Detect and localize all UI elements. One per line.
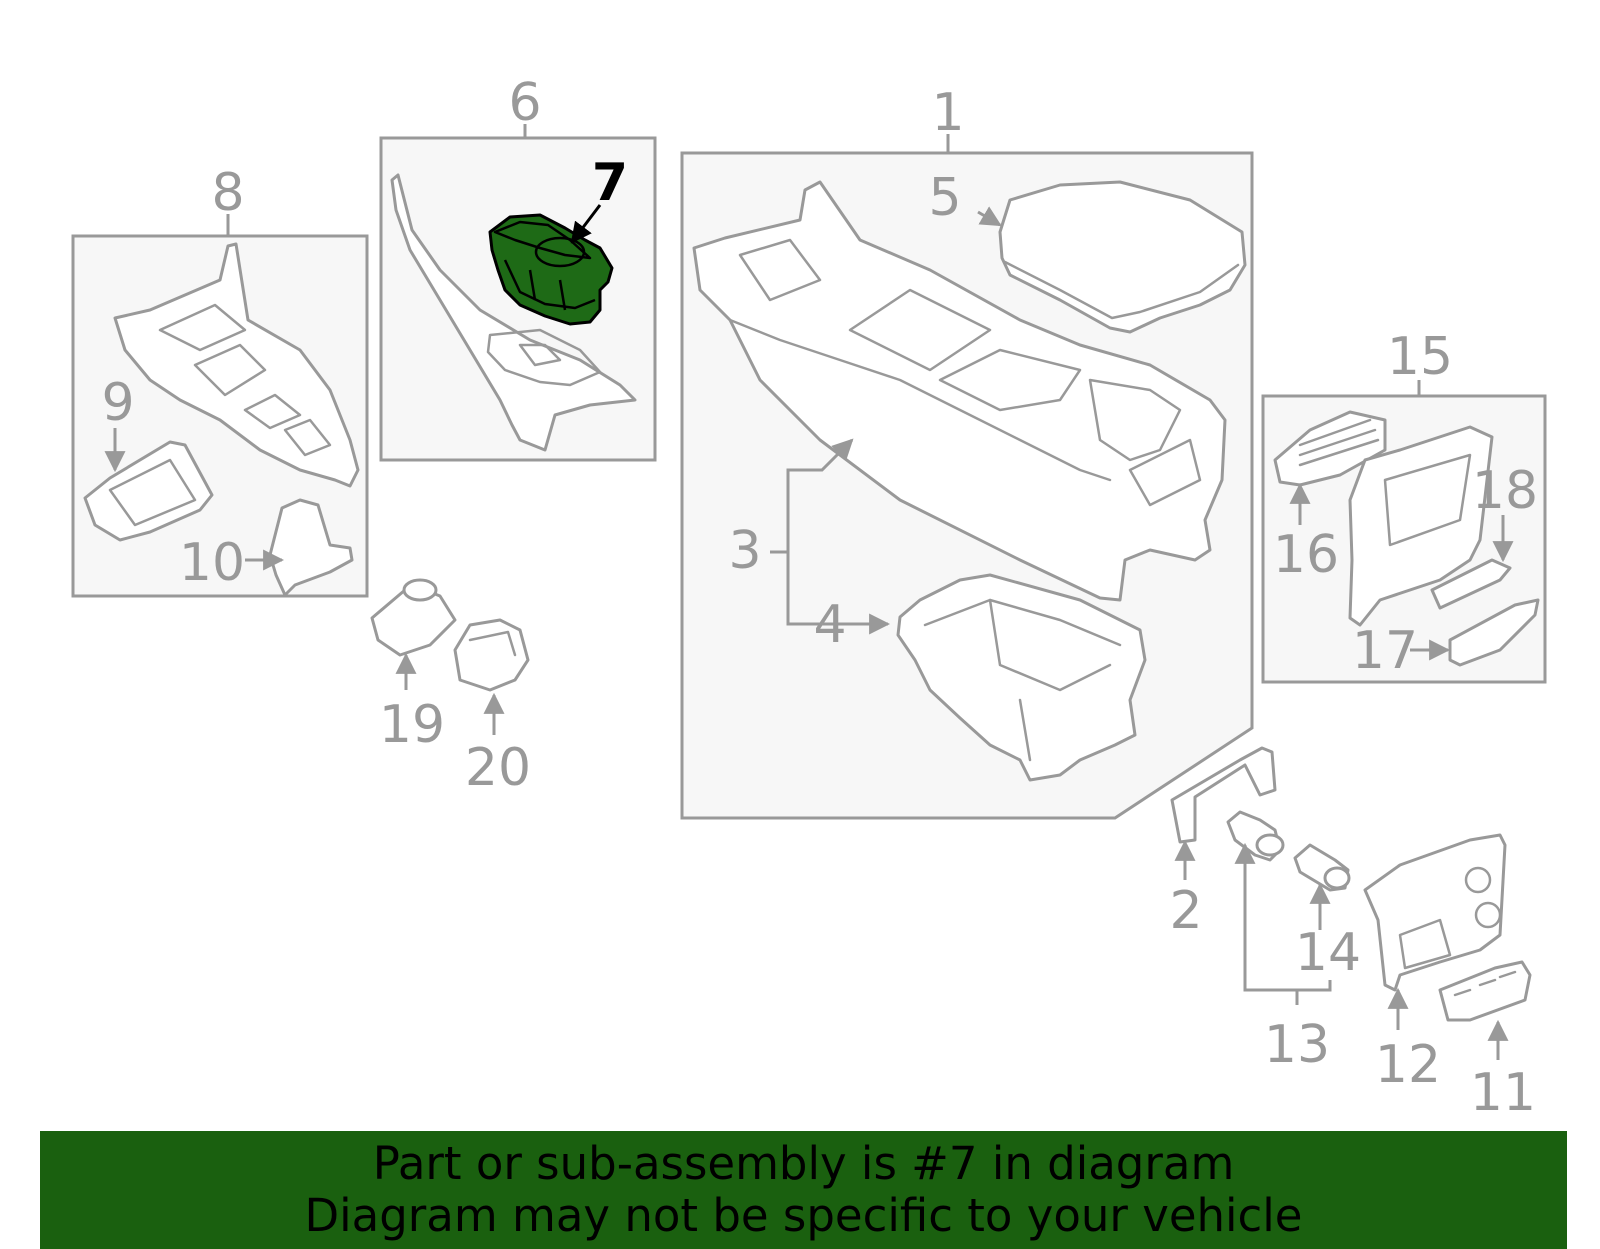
- leader-7: [570, 204, 602, 244]
- callout-6: 6: [508, 73, 541, 133]
- part-19-rotary-controller[interactable]: [370, 578, 457, 657]
- part-13-power-socket[interactable]: [1226, 810, 1285, 862]
- callout-15: 15: [1387, 327, 1453, 387]
- callout-1: 1: [931, 83, 964, 143]
- callout-7: 7: [592, 153, 628, 213]
- banner-line-1: Part or sub-assembly is #7 in diagram: [372, 1137, 1235, 1190]
- part-12-control-panel[interactable]: [1363, 833, 1507, 992]
- callout-17: 17: [1352, 621, 1418, 681]
- part-14-socket-plug[interactable]: [1293, 843, 1351, 892]
- callout-10: 10: [179, 533, 245, 593]
- callout-19: 19: [379, 695, 445, 755]
- info-banner: Part or sub-assembly is #7 in diagram Di…: [40, 1131, 1567, 1249]
- callout-16: 16: [1273, 525, 1339, 585]
- callout-8: 8: [211, 163, 244, 223]
- callout-2: 2: [1169, 881, 1202, 941]
- callout-18: 18: [1472, 461, 1538, 521]
- callout-5: 5: [928, 168, 961, 228]
- leader-13: [1234, 842, 1299, 1005]
- banner-line-2: Diagram may not be specific to your vehi…: [304, 1189, 1303, 1242]
- part-20-switch[interactable]: [453, 618, 530, 692]
- leader-13b: [1297, 980, 1332, 992]
- callout-13: 13: [1264, 1015, 1330, 1075]
- callout-3: 3: [728, 521, 761, 581]
- callout-20: 20: [465, 738, 531, 798]
- callout-9: 9: [101, 373, 134, 433]
- callout-4: 4: [813, 595, 846, 655]
- callout-14: 14: [1295, 923, 1361, 983]
- group-1-console-assembly[interactable]: [680, 134, 1254, 820]
- part-11-switch[interactable]: [1438, 960, 1532, 1022]
- callout-11: 11: [1470, 1063, 1536, 1123]
- group-8-shift-trim[interactable]: [71, 214, 369, 598]
- group-15-rear-vent[interactable]: [1261, 380, 1547, 684]
- leader-5: [977, 206, 1002, 227]
- callout-12: 12: [1375, 1035, 1441, 1095]
